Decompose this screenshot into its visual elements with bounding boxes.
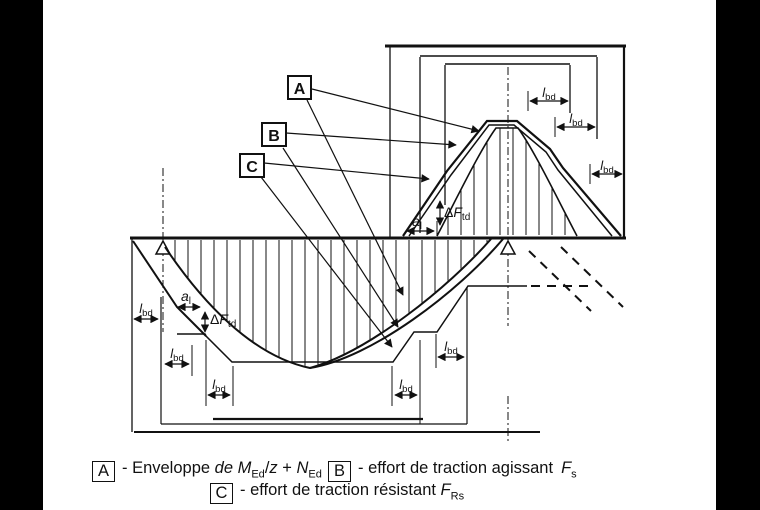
mid-support-icon bbox=[499, 239, 517, 255]
curve-b-acting-top bbox=[402, 119, 622, 237]
dimension-labels: lbd lbd lbd lbd lbd lbd lbd lbd al ΔFtd … bbox=[139, 85, 613, 395]
curve-c-resisting-span bbox=[177, 285, 527, 363]
lbd-label-t1: lbd bbox=[542, 85, 555, 103]
bottom-bar-layout bbox=[131, 239, 540, 433]
leader-lines bbox=[260, 88, 480, 348]
legend-a-text: - Enveloppe de MEd/z + NEd bbox=[122, 459, 322, 481]
dashed-diagonal-1 bbox=[528, 250, 592, 312]
leader-a-span bbox=[306, 99, 404, 296]
marker-boxes: A B C bbox=[239, 75, 312, 178]
leader-c-span bbox=[260, 176, 393, 348]
legend-box-b: B bbox=[328, 461, 351, 482]
marker-box-c-label: C bbox=[246, 159, 258, 176]
curve-c-resisting-top bbox=[408, 124, 613, 237]
span-envelope-curves bbox=[132, 238, 624, 370]
leader-c-top bbox=[263, 162, 430, 183]
leader-a-top bbox=[311, 88, 480, 134]
lbd-label-l2: lbd bbox=[170, 346, 183, 364]
hatch-fills bbox=[166, 128, 577, 367]
lbd-label-l3: lbd bbox=[212, 377, 225, 395]
dashed-diagonal-2 bbox=[560, 246, 624, 308]
lbd-label-r2: lbd bbox=[399, 377, 412, 395]
legend-item-c: C - effort de traction résistant FRs bbox=[210, 481, 464, 504]
curve-b-acting-span-left bbox=[132, 240, 207, 337]
marker-box-b-label: B bbox=[268, 128, 280, 145]
leader-b-span bbox=[282, 147, 399, 328]
legend-c-text: - effort de traction résistant FRs bbox=[240, 481, 465, 503]
legend-box-c: C bbox=[210, 483, 233, 504]
lbd-label-t3: lbd bbox=[600, 158, 613, 176]
marker-box-a bbox=[287, 75, 312, 100]
top-frame bbox=[385, 44, 626, 237]
support-envelope-curves bbox=[402, 119, 622, 237]
lbd-label-l1: lbd bbox=[139, 301, 152, 319]
al-label-span: al bbox=[181, 288, 191, 307]
lbd-label-r1: lbd bbox=[444, 339, 457, 357]
dftd-label-span: ΔFtd bbox=[210, 311, 236, 330]
curve-a-envelope-top bbox=[436, 127, 578, 237]
lbd-label-t2: lbd bbox=[569, 111, 582, 129]
marker-box-a-label: A bbox=[294, 81, 306, 98]
dimension-lines bbox=[133, 91, 623, 424]
span-envelope-hatch bbox=[166, 240, 489, 367]
legend-item-a: A - Enveloppe de MEd/z + NEd bbox=[92, 459, 322, 482]
legend-box-a: A bbox=[92, 461, 115, 482]
next-span-dashed-continuation bbox=[528, 246, 624, 312]
marker-box-c bbox=[239, 153, 265, 178]
marker-box-b bbox=[261, 122, 287, 147]
dftd-label-top: ΔFtd bbox=[444, 204, 470, 223]
al-label-top: al bbox=[412, 213, 422, 232]
support-envelope-hatch bbox=[437, 128, 577, 235]
leader-b-top bbox=[285, 132, 457, 149]
